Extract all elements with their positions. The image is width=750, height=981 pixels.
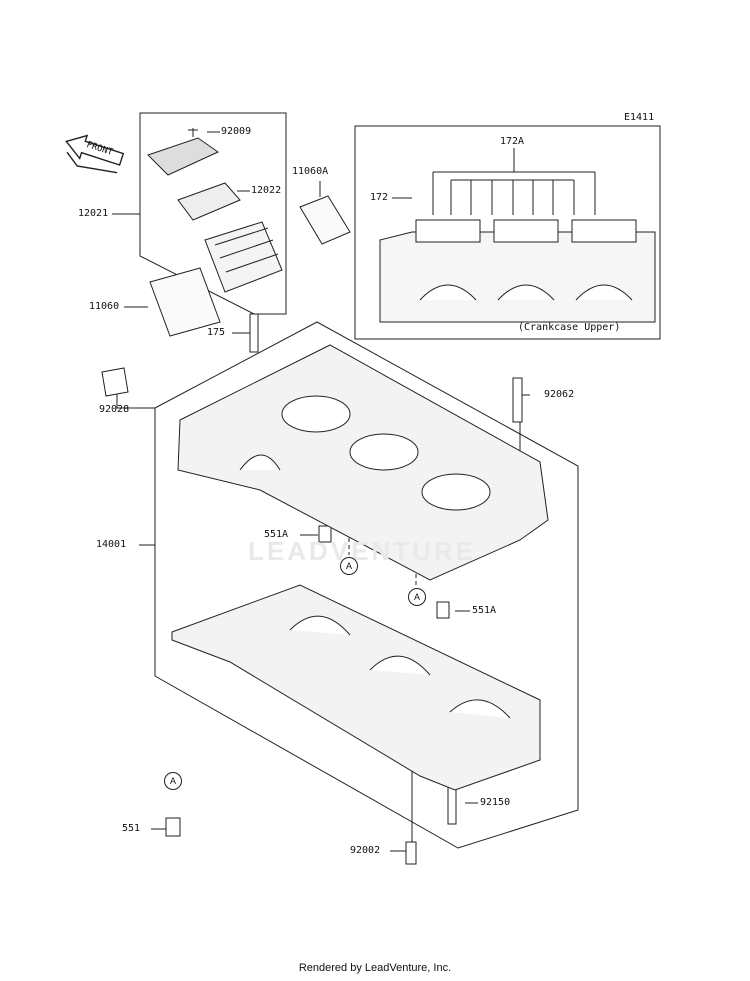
reed-valve-group-outline [139, 112, 287, 315]
dowel-551 [165, 817, 181, 837]
reed-stopper-plate [147, 137, 220, 176]
part-label-551A-right[interactable]: 551A [472, 605, 497, 616]
inset-caption: (Crankcase Upper) [518, 322, 621, 333]
part-label-172[interactable]: 172 [370, 192, 389, 203]
dowel-551A-left [318, 525, 332, 543]
part-label-175[interactable]: 175 [207, 327, 226, 338]
part-label-92150[interactable]: 92150 [480, 797, 511, 808]
crankcase-upper-inset-box [354, 125, 661, 340]
part-label-12022[interactable]: 12022 [251, 185, 282, 196]
callout-a-upper: A [340, 557, 358, 575]
gasket-11060 [149, 267, 221, 337]
part-label-92028[interactable]: 92028 [99, 404, 130, 415]
reed-valve-block [204, 221, 283, 293]
watermark: LEADVENTURE [248, 536, 477, 566]
part-label-92002[interactable]: 92002 [350, 845, 381, 856]
bolt-92002 [405, 841, 417, 865]
part-label-92009[interactable]: 92009 [221, 126, 252, 137]
callout-a-551: A [164, 772, 182, 790]
part-label-172A[interactable]: 172A [500, 136, 525, 147]
dowel-551A-right [436, 601, 450, 619]
crankcase-group-outline [154, 321, 579, 849]
crankcase-upper-half [177, 344, 549, 581]
callout-a-lower: A [408, 588, 426, 606]
part-label-11060A[interactable]: 11060A [292, 166, 329, 177]
footer-credit: Rendered by LeadVenture, Inc. [298, 962, 452, 974]
stud-175 [249, 313, 259, 353]
part-label-11060[interactable]: 11060 [89, 301, 120, 312]
part-label-92062[interactable]: 92062 [544, 389, 575, 400]
crankcase-upper-inset-drawing [379, 219, 656, 323]
plug-92028 [101, 367, 129, 397]
screw-92009 [188, 128, 198, 137]
part-label-12021[interactable]: 12021 [78, 208, 109, 219]
diagram-code: E1411 [624, 112, 655, 123]
bolt-92062 [512, 377, 523, 423]
part-label-14001[interactable]: 14001 [96, 539, 127, 550]
part-label-551[interactable]: 551 [122, 823, 141, 834]
crankcase-lower-half [171, 584, 541, 791]
front-arrow-icon [65, 134, 125, 174]
part-label-551A-left[interactable]: 551A [264, 529, 289, 540]
gasket-11060A [299, 195, 351, 245]
reed-petals [177, 182, 241, 221]
